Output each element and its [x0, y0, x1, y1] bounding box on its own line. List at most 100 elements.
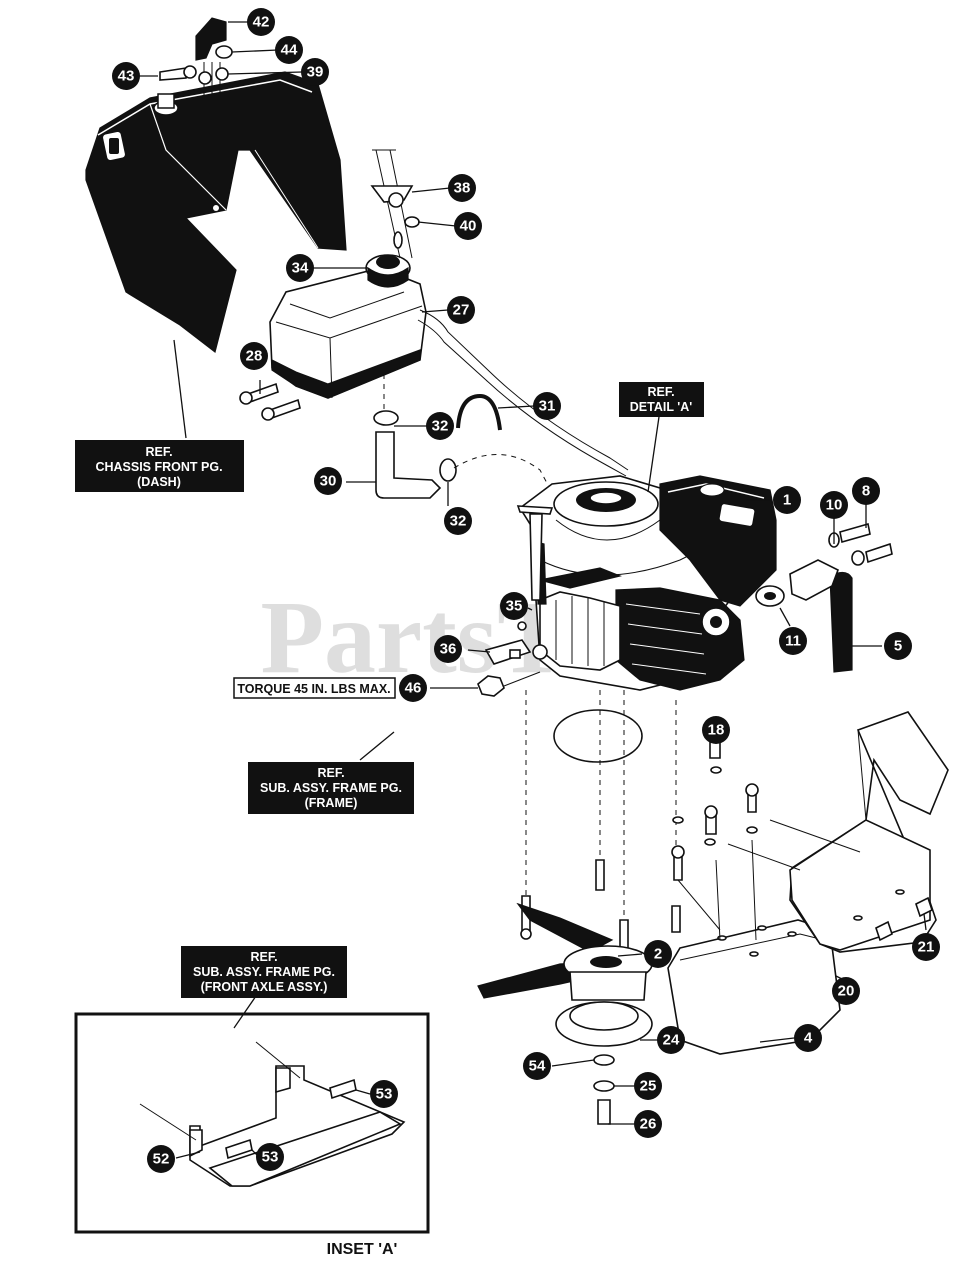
callout-label: 35 [506, 598, 523, 615]
callout-label: 2 [654, 946, 662, 963]
ref-chassis-box: REF. CHASSIS FRONT PG. (DASH) [75, 440, 244, 492]
callout: 26 [634, 1110, 662, 1138]
leader-lines [138, 21, 927, 1159]
ref-chassis-line3: (DASH) [137, 475, 181, 489]
callout-label: 38 [454, 180, 471, 197]
fuel-tank [269, 254, 427, 399]
ref-detail-box: REF. DETAIL 'A' [619, 382, 704, 417]
callout: 34 [286, 254, 314, 282]
callout: 2 [644, 940, 672, 968]
torque-text: TORQUE 45 IN. LBS MAX. [237, 682, 390, 696]
callout: 28 [240, 342, 268, 370]
inset-a [74, 1012, 430, 1234]
callout-label: 44 [281, 42, 298, 59]
callout-label: 32 [450, 513, 467, 530]
callout-label: 34 [292, 260, 309, 277]
callout-label: 11 [785, 633, 801, 650]
vent-hose [456, 393, 502, 431]
callout: 31 [533, 392, 561, 420]
clamp-lower [439, 458, 457, 482]
callout-label: 43 [118, 68, 135, 85]
callout-label: 21 [918, 939, 935, 956]
callout: 4 [794, 1024, 822, 1052]
callout: 27 [447, 296, 475, 324]
callout: 11 [779, 627, 807, 655]
ref-detail-line1: REF. [647, 385, 674, 399]
callout: 38 [448, 174, 476, 202]
callout: 46 [399, 674, 427, 702]
callout-label: 26 [640, 1116, 657, 1133]
callout-label: 30 [320, 473, 337, 490]
callout: 53 [370, 1080, 398, 1108]
callout-label: 40 [460, 218, 477, 235]
frame-bracket [789, 711, 949, 953]
fuel-line [419, 309, 629, 471]
ref-axle-line2: SUB. ASSY. FRAME PG. [193, 965, 335, 979]
callout-label: 31 [539, 398, 556, 415]
callout: 32 [444, 507, 472, 535]
callout-label: 52 [153, 1151, 170, 1168]
callout-label: 18 [708, 722, 725, 739]
callout: 32 [426, 412, 454, 440]
ref-frame-line1: REF. [317, 766, 344, 780]
fuel-hose [375, 431, 442, 499]
callout: 1 [773, 486, 801, 514]
callout: 10 [820, 491, 848, 519]
callout-label: 5 [894, 638, 902, 655]
callout: 53 [256, 1143, 284, 1171]
callout: 21 [912, 933, 940, 961]
bracket [195, 17, 227, 98]
callout: 36 [434, 635, 462, 663]
torque-note: TORQUE 45 IN. LBS MAX. [233, 677, 396, 699]
callout: 40 [454, 212, 482, 240]
callout-label: 24 [663, 1032, 680, 1049]
callout: 43 [112, 62, 140, 90]
callout-label: 39 [307, 64, 324, 81]
callout: 52 [147, 1145, 175, 1173]
callout: 54 [523, 1052, 551, 1080]
callout-label: 8 [862, 483, 870, 500]
choke-fitting [484, 621, 548, 665]
callout: 39 [301, 58, 329, 86]
callout-label: 4 [804, 1030, 813, 1047]
ref-axle-box: REF. SUB. ASSY. FRAME PG. (FRONT AXLE AS… [181, 946, 347, 998]
ref-frame-box: REF. SUB. ASSY. FRAME PG. (FRAME) [248, 762, 414, 814]
callout-label: 36 [440, 641, 457, 658]
callout: 20 [832, 977, 860, 1005]
gasket [553, 709, 643, 763]
ref-frame-line2: SUB. ASSY. FRAME PG. [260, 781, 402, 795]
callout-label: 53 [262, 1149, 279, 1166]
callout-label: 28 [246, 348, 263, 365]
ref-axle-line3: (FRONT AXLE ASSY.) [201, 980, 328, 994]
callout-label: 27 [453, 302, 470, 319]
ref-detail-line2: DETAIL 'A' [630, 400, 692, 414]
callout: 24 [657, 1026, 685, 1054]
filler-bracket [370, 149, 420, 259]
mounting-guides [525, 690, 677, 940]
callout-label: 54 [529, 1058, 546, 1075]
callout: 35 [500, 592, 528, 620]
inset-label: INSET 'A' [327, 1241, 398, 1258]
ref-chassis-line2: CHASSIS FRONT PG. [95, 460, 222, 474]
screws-top [159, 45, 233, 85]
clamp-upper [373, 410, 399, 426]
callout-label: 42 [253, 14, 270, 31]
callout: 30 [314, 467, 342, 495]
callout: 5 [884, 632, 912, 660]
callout-label: 10 [826, 497, 843, 514]
callout-label: 1 [783, 492, 791, 509]
callout-label: 20 [838, 983, 855, 1000]
exhaust-parts [755, 522, 893, 673]
pulley-assembly [477, 902, 653, 1125]
nut [477, 675, 505, 697]
callout: 42 [247, 8, 275, 36]
callout: 25 [634, 1072, 662, 1100]
ref-chassis-line1: REF. [145, 445, 172, 459]
callout: 8 [852, 477, 880, 505]
ref-axle-line1: REF. [250, 950, 277, 964]
engine [516, 475, 777, 691]
callout-label: 46 [405, 680, 422, 697]
callout-label: 53 [376, 1086, 393, 1103]
callout-label: 32 [432, 418, 449, 435]
